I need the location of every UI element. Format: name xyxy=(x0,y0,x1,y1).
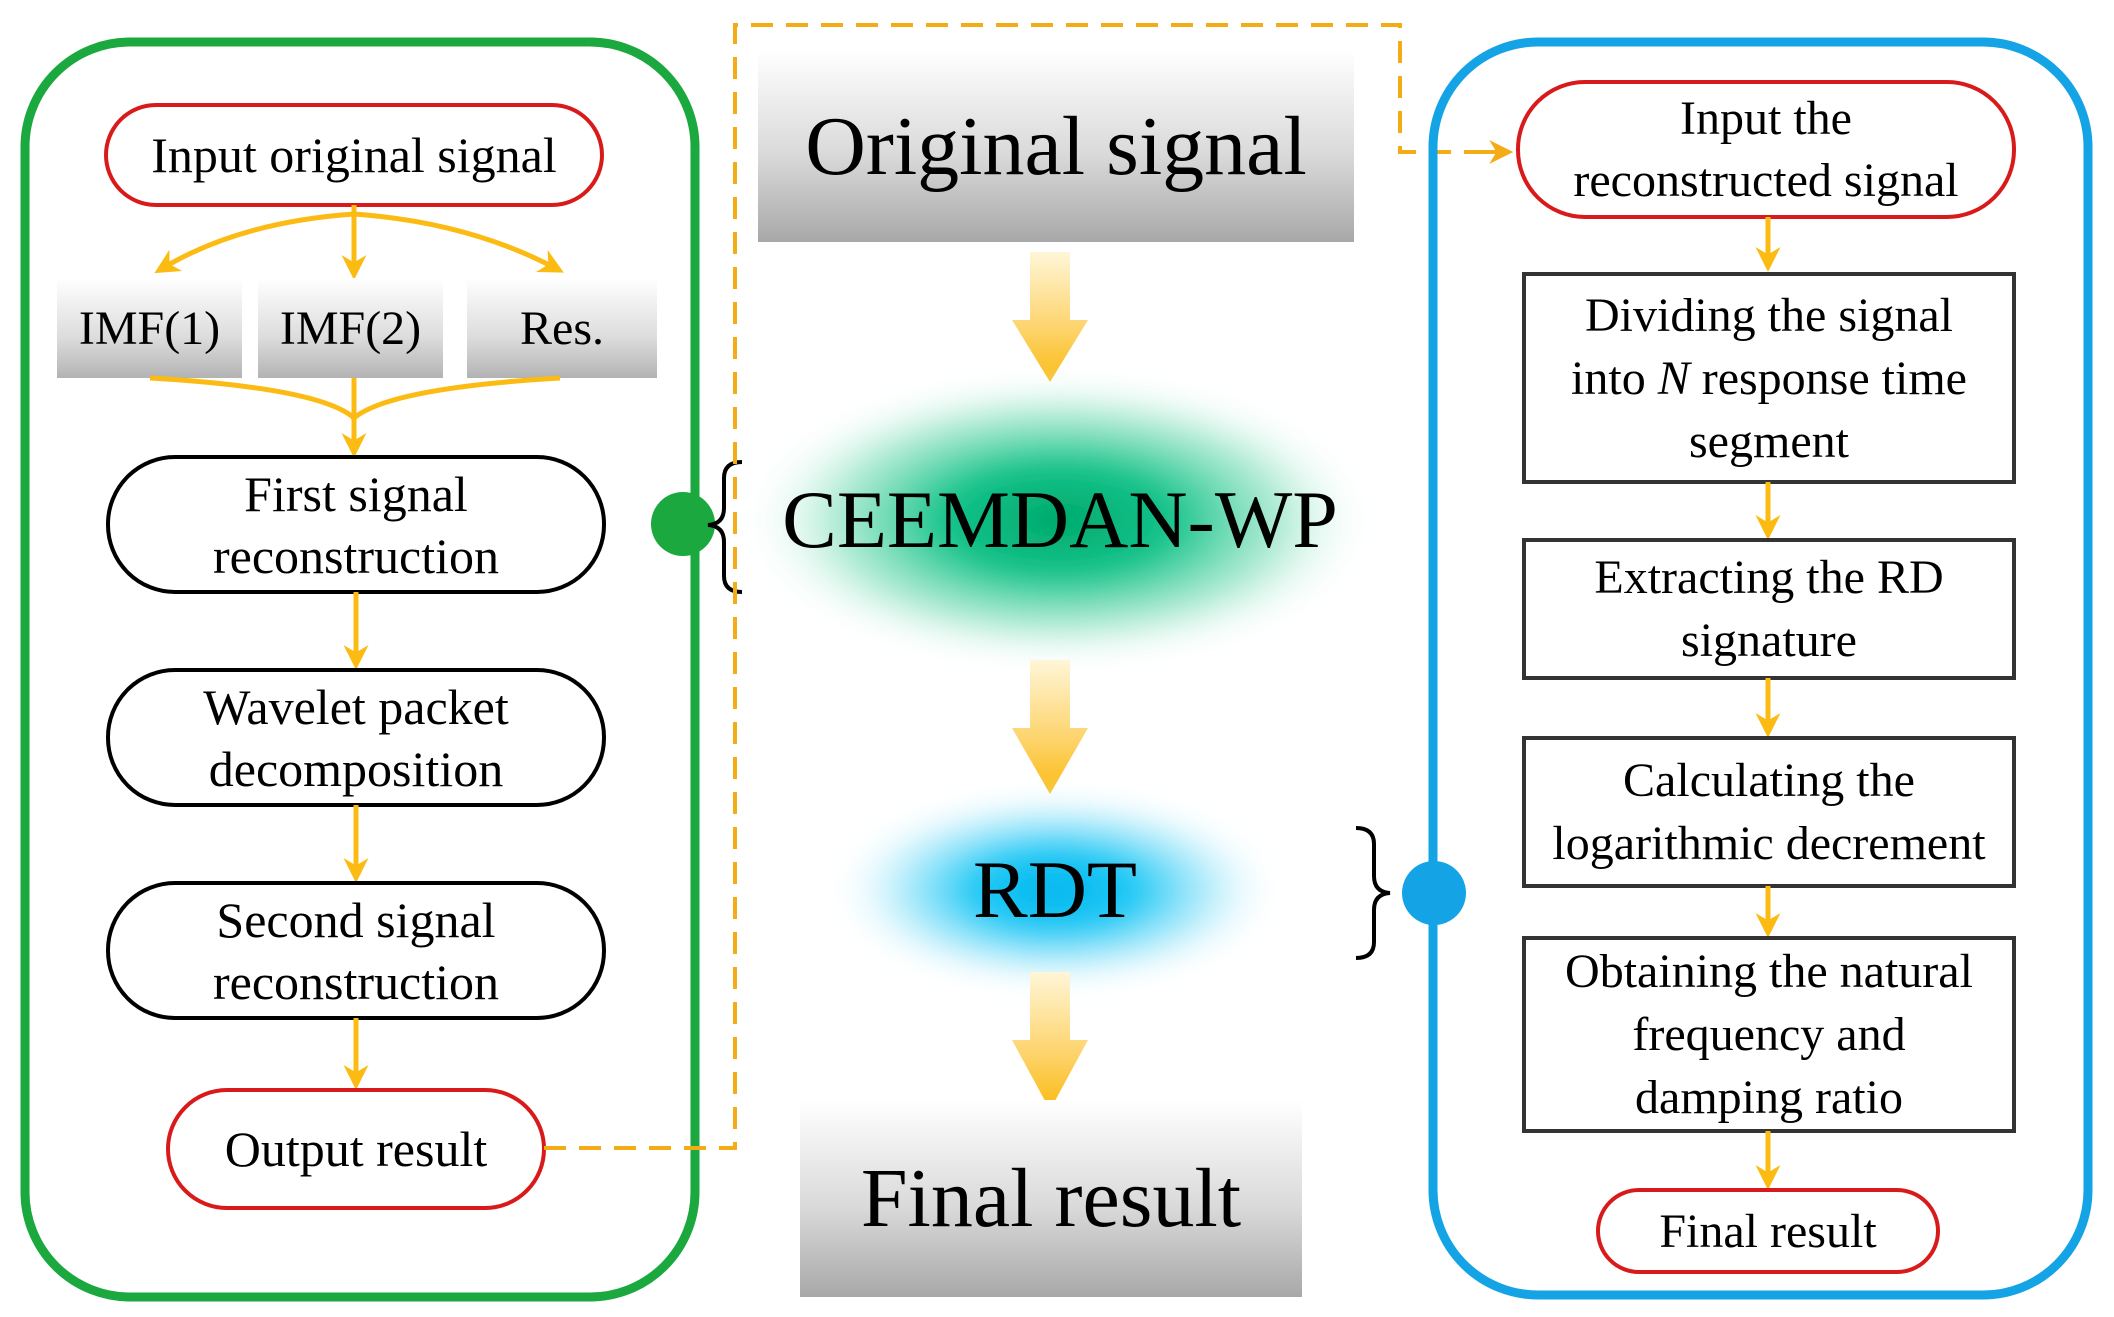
right-final-box xyxy=(1596,1188,1940,1274)
first-reconstruction-label: First signal reconstruction xyxy=(212,465,499,584)
ceemdan-glow xyxy=(740,370,1376,670)
original-signal-box xyxy=(758,50,1354,242)
imf2-box xyxy=(258,278,443,378)
rdt-label: RDT xyxy=(973,844,1137,935)
obtaining-box xyxy=(1522,936,2016,1133)
res-label: Res. xyxy=(520,301,604,355)
blue-connector-dot xyxy=(1402,861,1466,925)
calculating-label: Calculating the logarithmic decrement xyxy=(1552,754,1986,870)
final-result-center-label: Final result xyxy=(860,1152,1242,1245)
dividing-label: Dividing the signal into N response time… xyxy=(1524,274,2014,482)
green-connector-dot xyxy=(651,492,715,556)
rdt-glow xyxy=(827,785,1283,995)
right-final-label: Final result xyxy=(1659,1204,1877,1258)
dividing-text-2: response time segment xyxy=(1689,351,1967,468)
right-brace xyxy=(1355,826,1391,960)
left-brace xyxy=(707,460,743,594)
left-output-label: Output result xyxy=(224,1121,488,1177)
big-arrow-1 xyxy=(1012,252,1088,382)
big-arrow-2 xyxy=(1012,660,1088,794)
second-reconstruction-label: Second signal reconstruction xyxy=(212,891,499,1010)
extracting-label: Extracting the RD signature xyxy=(1594,551,1944,667)
final-result-box xyxy=(800,1100,1302,1297)
obtaining-label: Obtaining the natural frequency and damp… xyxy=(1565,945,1973,1124)
imf1-label: IMF(1) xyxy=(78,301,221,355)
original-signal-label: Original signal xyxy=(805,99,1307,193)
right-input-label: Input the reconstructed signal xyxy=(1573,91,1959,207)
right-panel-frame xyxy=(1428,37,2093,1300)
res-box xyxy=(467,278,657,378)
big-arrow-3 xyxy=(1012,972,1088,1110)
calculating-box xyxy=(1522,736,2016,888)
n-variable: N xyxy=(1657,351,1690,405)
dividing-box xyxy=(1522,272,2016,484)
ceemdan-label: CEEMDAN-WP xyxy=(782,474,1338,565)
imf2-label: IMF(2) xyxy=(279,301,422,355)
left-input-label: Input original signal xyxy=(151,127,557,183)
merge-arrows xyxy=(149,375,561,458)
wavelet-label: Wavelet packet decomposition xyxy=(203,678,509,797)
imf1-box xyxy=(57,278,242,378)
split-arrows xyxy=(154,205,564,280)
dividing-text-1: Dividing the signal into xyxy=(1571,288,1953,405)
left-panel-frame xyxy=(20,37,700,1302)
dashed-connector xyxy=(544,23,1480,1150)
